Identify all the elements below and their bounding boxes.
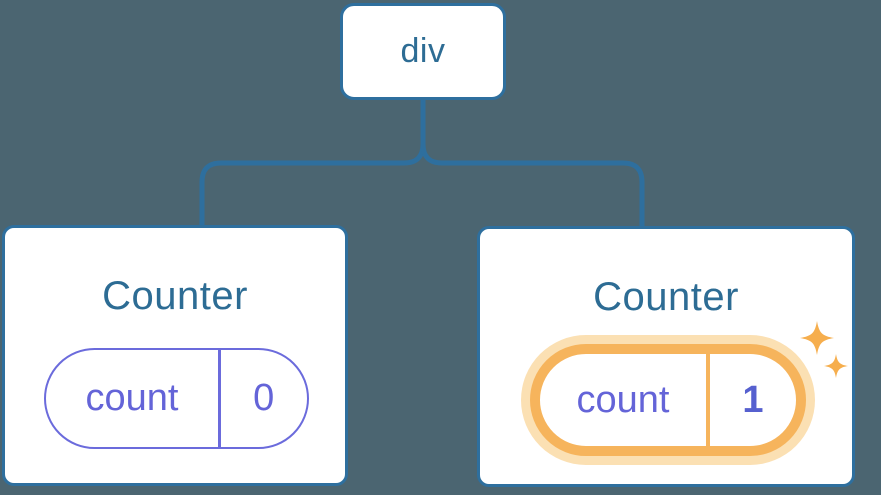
sparkle-icon	[800, 321, 848, 378]
connector-left-branch	[199, 100, 426, 226]
component-title: Counter	[102, 274, 248, 318]
connector-right-branch	[420, 143, 645, 227]
state-pill: count 0	[44, 348, 309, 449]
sparkle-large	[800, 321, 834, 355]
state-value-updated: 1	[742, 378, 764, 421]
sparkle-small	[824, 354, 848, 378]
counter-card-left: Counter count 0	[2, 225, 348, 486]
state-pill-divider	[218, 350, 221, 447]
component-title: Counter	[593, 275, 739, 319]
root-node-div: div	[340, 3, 506, 100]
root-node-label: div	[400, 32, 446, 70]
state-key-label: count	[576, 378, 670, 421]
state-pill-divider	[706, 354, 710, 446]
counter-card-right: Counter count 1	[477, 226, 855, 487]
state-value: 0	[253, 377, 275, 419]
state-key-label: count	[85, 377, 179, 419]
state-pill-highlighted: count 1	[530, 344, 806, 456]
